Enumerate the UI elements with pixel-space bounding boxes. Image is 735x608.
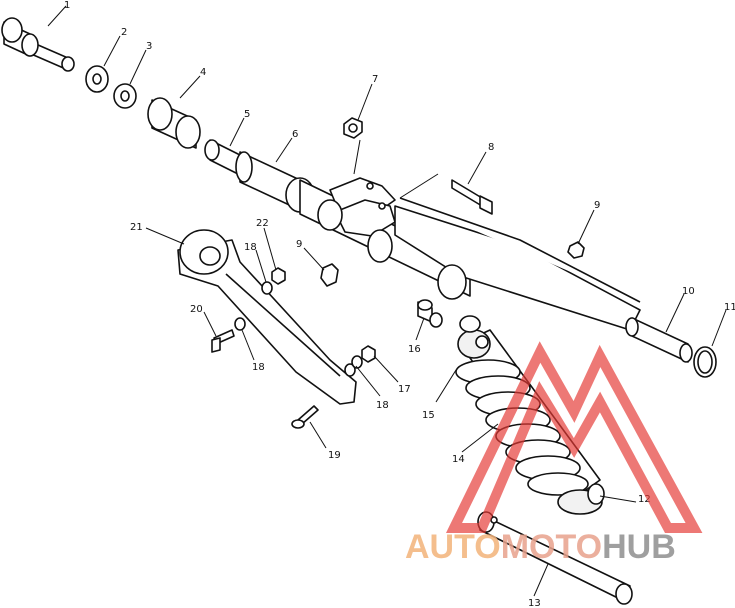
part-9-nut-left [320, 263, 339, 287]
part-19-bolt [291, 405, 319, 429]
callout-16: 16 [408, 344, 421, 355]
callout-17: 17 [398, 384, 411, 395]
part-2-washer [85, 65, 109, 93]
watermark-moto: MOTO [501, 528, 602, 566]
callout-5: 5 [244, 109, 250, 120]
callout-10: 10 [682, 286, 695, 297]
callout-11: 11 [724, 302, 735, 313]
part-1-pivot-pin [1, 17, 75, 72]
watermark-hub: HUB [602, 528, 676, 566]
callout-18-top: 18 [244, 242, 257, 253]
callout-labels: 1 2 3 4 5 6 7 8 9 10 11 21 22 18 9 20 18… [64, 0, 735, 608]
callout-1: 1 [64, 0, 70, 11]
part-20-bolt [211, 329, 235, 353]
part-16-bushing [417, 299, 443, 328]
callout-21: 21 [130, 222, 143, 233]
callout-8: 8 [488, 142, 494, 153]
part-22-nut [271, 267, 286, 285]
callout-4: 4 [200, 67, 206, 78]
part-18-washer-b [234, 317, 246, 331]
callout-20: 20 [190, 304, 203, 315]
rear-swing-arm [299, 139, 641, 331]
part-17-nut [361, 345, 376, 363]
callout-13: 13 [528, 598, 541, 608]
part-4-bushing [147, 97, 201, 149]
watermark-auto: AUTO [405, 528, 501, 566]
automotohub-watermark: AUTOMOTOHUB [405, 341, 703, 566]
callout-9-left: 9 [296, 239, 302, 250]
callout-15: 15 [422, 410, 435, 421]
part-21-torque-arm [177, 229, 357, 405]
callout-14: 14 [452, 454, 465, 465]
part-7-nut [343, 117, 363, 139]
callout-7: 7 [372, 74, 378, 85]
part-9-nut-right [567, 241, 585, 259]
callout-2: 2 [121, 27, 127, 38]
part-18-washer-c [344, 355, 363, 377]
callout-6: 6 [292, 129, 298, 140]
watermark-text: AUTOMOTOHUB [405, 528, 676, 566]
part-18-washer-a [261, 281, 273, 295]
callout-18-mid: 18 [252, 362, 265, 373]
callout-9-right: 9 [594, 200, 600, 211]
leader-lines [47, 5, 727, 597]
part-11-snap-ring [693, 346, 717, 378]
part-8-bolt [451, 179, 493, 215]
part-3-washer [113, 83, 137, 109]
part-10-shaft [625, 317, 693, 363]
callout-19: 19 [328, 450, 341, 461]
callout-3: 3 [146, 41, 152, 52]
callout-12: 12 [638, 494, 651, 505]
shock-spring-coils [455, 359, 589, 496]
callout-22: 22 [256, 218, 269, 229]
watermark-triangle-logo [445, 341, 703, 533]
callout-18-low: 18 [376, 400, 389, 411]
